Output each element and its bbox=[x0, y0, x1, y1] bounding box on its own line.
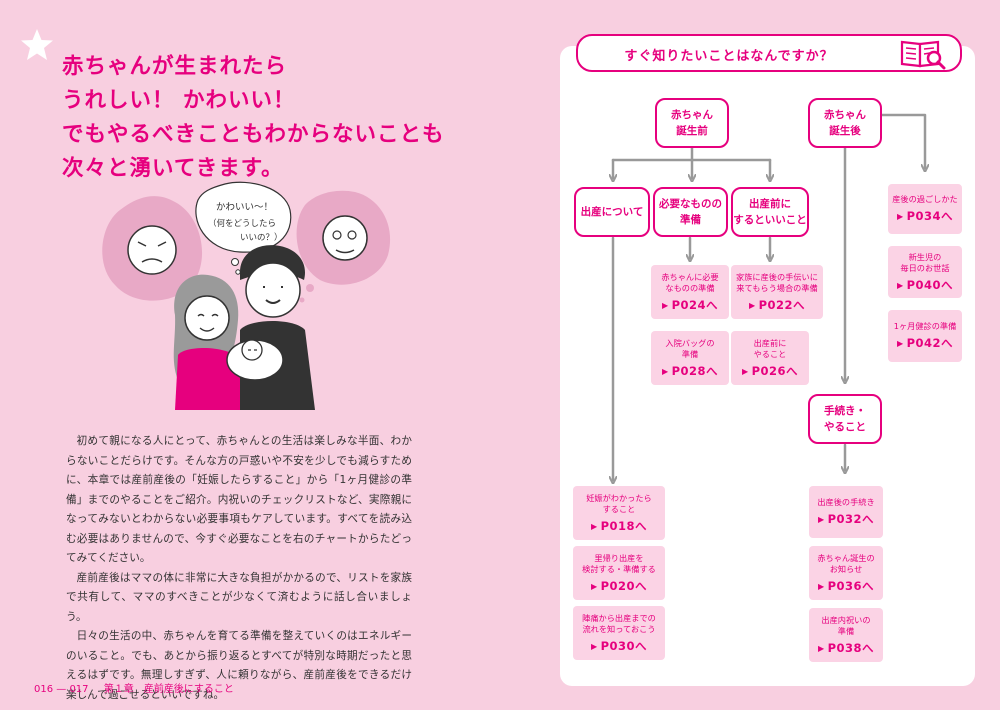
body-paragraph: 日々の生活の中、赤ちゃんを育てる準備を整えていくのはエネルギーのいること。でも、… bbox=[66, 630, 412, 701]
page-ref-p040[interactable]: 新生児の 毎日のお世話 P040へ bbox=[888, 246, 962, 298]
page-ref-p032[interactable]: 出産後の手続き P032へ bbox=[809, 486, 883, 538]
node-procedures[interactable]: 手続き・ やること bbox=[808, 394, 882, 444]
page-ref-p028[interactable]: 入院バッグの 準備 P028へ bbox=[651, 331, 729, 385]
node-needs-prep[interactable]: 必要なものの 準備 bbox=[653, 187, 728, 237]
body-text: 初めて親になる人にとって、赤ちゃんとの生活は楽しみな半面、わからないことだらけで… bbox=[66, 432, 412, 705]
node-before-birth[interactable]: 赤ちゃん 誕生前 bbox=[655, 98, 729, 148]
headline-line: でもやるべきこともわからないことも bbox=[62, 122, 445, 147]
page-numbers: 016 — 017 bbox=[34, 684, 89, 695]
flowchart-title-bar: すぐ知りたいことはなんですか？ bbox=[576, 34, 962, 72]
node-after-birth[interactable]: 赤ちゃん 誕生後 bbox=[808, 98, 882, 148]
footer: 016 — 017 第１章 産前産後にすること bbox=[34, 680, 234, 695]
speech-text: かわいい〜！ bbox=[216, 202, 273, 213]
page-ref-p042[interactable]: 1ヶ月健診の準備 P042へ bbox=[888, 310, 962, 362]
page-ref-p020[interactable]: 里帰り出産を 検討する・準備する P020へ bbox=[573, 546, 665, 600]
page-ref-p036[interactable]: 赤ちゃん誕生の お知らせ P036へ bbox=[809, 546, 883, 600]
page-ref-p038[interactable]: 出産内祝いの 準備 P038へ bbox=[809, 608, 883, 662]
speech-text: （何をどうしたら bbox=[208, 218, 276, 229]
node-before-birth-todo[interactable]: 出産前に するといいこと bbox=[731, 187, 809, 237]
page-ref-p026[interactable]: 出産前に やること P026へ bbox=[731, 331, 809, 385]
page-ref-p022[interactable]: 家族に産後の手伝いに 来てもらう場合の準備 P022へ bbox=[731, 265, 823, 319]
star-icon bbox=[21, 29, 53, 60]
node-about-birth[interactable]: 出産について bbox=[574, 187, 650, 237]
flowchart-title: すぐ知りたいことはなんですか？ bbox=[624, 49, 834, 64]
body-paragraph: 産前産後はママの体に非常に大きな負担がかかるので、リストを家族で共有して、ママの… bbox=[66, 571, 412, 623]
headline: 赤ちゃんが生まれたら うれしい！ かわいい！ でもやるべきこともわからないことも… bbox=[62, 50, 482, 186]
headline-line: 次々と湧いてきます。 bbox=[62, 156, 284, 181]
headline-line: 赤ちゃんが生まれたら bbox=[62, 54, 288, 79]
page-ref-p030[interactable]: 陣痛から出産までの 流れを知っておこう P030へ bbox=[573, 606, 665, 660]
book-magnifier-icon bbox=[900, 40, 946, 70]
page-ref-p018[interactable]: 妊娠がわかったら すること P018へ bbox=[573, 486, 665, 540]
body-paragraph: 初めて親になる人にとって、赤ちゃんとの生活は楽しみな半面、わからないことだらけで… bbox=[66, 435, 412, 564]
chapter-title: 第１章 産前産後にすること bbox=[103, 684, 234, 695]
page-ref-p024[interactable]: 赤ちゃんに必要 なものの準備 P024へ bbox=[651, 265, 729, 319]
parents-illustration: かわいい〜！ （何をどうしたら いいの？） bbox=[102, 181, 391, 410]
headline-line: うれしい！ かわいい！ bbox=[62, 88, 296, 113]
page-ref-p034[interactable]: 産後の過ごしかた P034へ bbox=[888, 184, 962, 234]
speech-text: いいの？） bbox=[240, 232, 283, 243]
